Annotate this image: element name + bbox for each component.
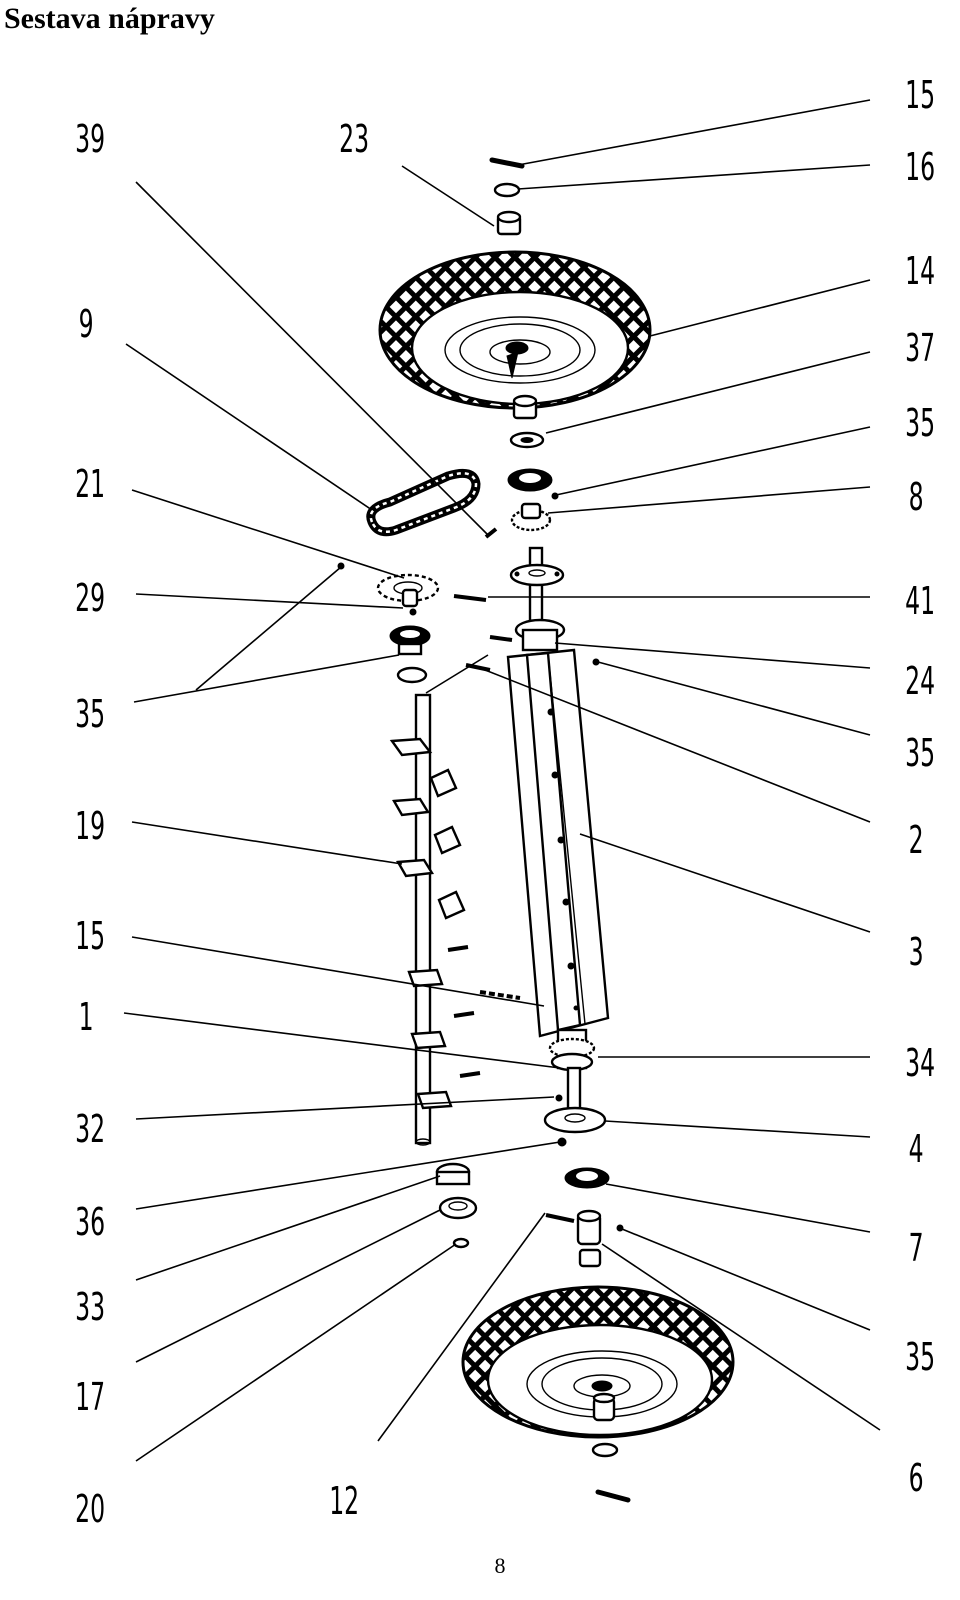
callout-2: 2 <box>909 819 924 862</box>
callout-12: 12 <box>329 1480 359 1523</box>
callout-24: 24 <box>905 660 935 703</box>
callout-33: 33 <box>75 1286 105 1329</box>
lower-axle-stack <box>543 1028 631 1503</box>
callout-17: 17 <box>75 1376 105 1419</box>
callout-36: 36 <box>75 1201 105 1244</box>
left-sprocket-stack <box>337 527 600 684</box>
leader-lines <box>123 99 881 1462</box>
callout-29: 29 <box>75 577 105 620</box>
tine-shaft <box>389 693 481 1146</box>
upper-hub-stack <box>507 394 559 532</box>
callout-35-right-2: 35 <box>905 732 935 775</box>
callout-35-left: 35 <box>75 693 105 736</box>
callout-1: 1 <box>79 996 94 1039</box>
callout-8: 8 <box>909 476 924 519</box>
callout-3: 3 <box>909 931 924 974</box>
lower-wheel <box>461 1285 735 1439</box>
chain <box>366 468 481 537</box>
callout-41: 41 <box>905 580 935 623</box>
callout-19: 19 <box>75 805 105 848</box>
callout-23: 23 <box>339 118 369 161</box>
callout-21: 21 <box>75 463 105 506</box>
main-axle <box>509 546 566 652</box>
left-lower-stack <box>435 990 521 1249</box>
callout-15-left: 15 <box>75 915 105 958</box>
callout-15-right: 15 <box>905 74 935 117</box>
upper-wheel <box>378 250 652 410</box>
callout-9: 9 <box>79 303 94 346</box>
callout-7: 7 <box>909 1227 924 1270</box>
callout-39: 39 <box>75 118 105 161</box>
callout-4: 4 <box>909 1128 924 1171</box>
top-fasteners <box>489 157 525 236</box>
page-number: 8 <box>494 1553 506 1578</box>
callouts-right: 15 16 14 37 35 8 41 24 35 2 3 34 4 7 35 … <box>905 74 935 1500</box>
callout-14: 14 <box>905 250 935 293</box>
callout-6: 6 <box>909 1457 924 1500</box>
callout-35-right-3: 35 <box>905 1336 935 1379</box>
callout-16: 16 <box>905 146 935 189</box>
page-title: Sestava nápravy <box>4 2 215 35</box>
callout-34: 34 <box>905 1042 935 1085</box>
callout-35-right-1: 35 <box>905 402 935 445</box>
callout-37: 37 <box>905 327 935 370</box>
frame-channel <box>506 648 610 1038</box>
callout-32: 32 <box>75 1108 105 1151</box>
callouts-left: 39 23 9 21 29 35 19 15 1 32 36 33 17 20 … <box>75 118 369 1531</box>
callout-20: 20 <box>75 1488 105 1531</box>
